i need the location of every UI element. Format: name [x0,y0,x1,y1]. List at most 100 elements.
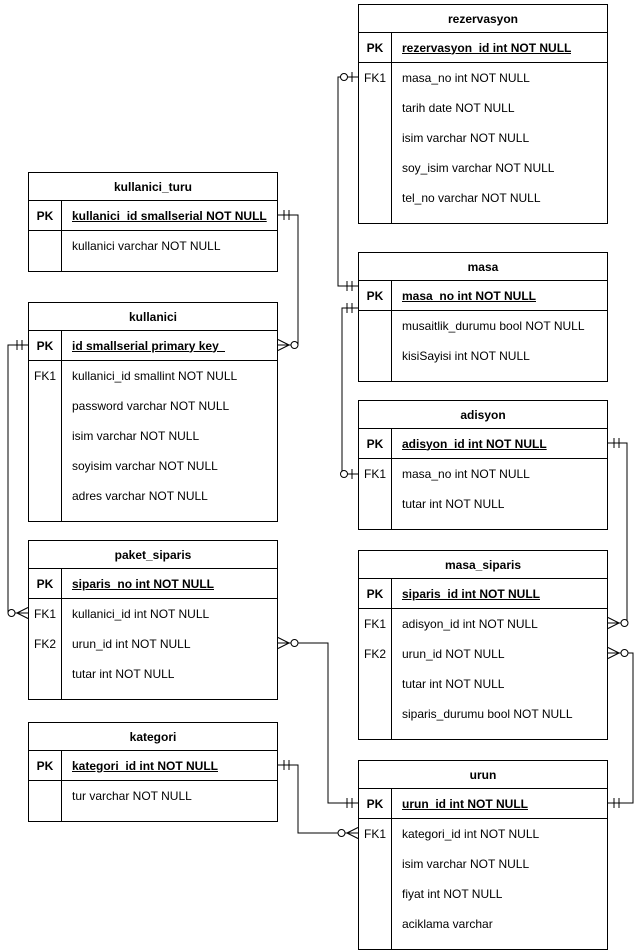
key-label: PK [36,208,54,223]
attribute-text: soy_isim varchar NOT NULL [402,161,555,175]
relationship-line[interactable] [278,214,299,346]
entity-title: kategori [29,723,277,751]
attribute-text: fiyat int NOT NULL [402,887,503,901]
attribute-row: kisiSayisi int NOT NULL [359,341,607,371]
attribute-text: adisyon_id int NOT NULL [402,617,538,631]
attribute-text: tur varchar NOT NULL [72,789,192,803]
relationship-line[interactable] [341,307,358,475]
relationship-masa-adisyon[interactable] [340,303,359,479]
key-label: PK [366,586,384,601]
attribute-row-pk: PK siparis_id int NOT NULL [359,579,607,609]
attribute-row: tarih date NOT NULL [359,93,607,123]
attribute-text: tutar int NOT NULL [72,667,175,681]
key-label: FK2 [363,647,386,661]
attribute-text: siparis_id int NOT NULL [402,586,541,601]
attribute-text: isim varchar NOT NULL [72,429,200,443]
attribute-row: tutar int NOT NULL [29,659,277,689]
attribute-text: tutar int NOT NULL [402,497,505,511]
attribute-text: id smallserial primary key_ [72,338,226,353]
attribute-text: rezervasyon_id int NOT NULL [402,40,572,55]
attribute-text: tel_no varchar NOT NULL [402,191,541,205]
attribute-text: kisiSayisi int NOT NULL [402,349,530,363]
attribute-text: urun_id int NOT NULL [402,796,528,811]
relationship-adisyon-masa_siparis[interactable] [607,438,629,629]
attribute-row: FK1 adisyon_id int NOT NULL [359,609,607,639]
entity-title: kullanici_turu [29,173,277,201]
attribute-row: musaitlik_durumu bool NOT NULL [359,311,607,341]
entity-attributes: PK siparis_id int NOT NULL FK1 adisyon_id i… [359,579,607,739]
key-label: FK1 [33,607,56,621]
entity-title: masa [359,253,607,281]
attribute-text: musaitlik_durumu bool NOT NULL [402,319,585,333]
attribute-row: FK2 urun_id int NOT NULL [29,629,277,659]
key-label: FK1 [363,617,386,631]
relationship-line[interactable] [278,642,358,804]
attribute-row: adres varchar NOT NULL [29,481,277,511]
attribute-row-pk: PK urun_id int NOT NULL [359,789,607,819]
entity-title: rezervasyon [359,5,607,33]
attribute-text: soyisim varchar NOT NULL [72,459,218,473]
relationship-kullanici_turu-kullanici[interactable] [277,210,299,351]
attribute-text: masa_no int NOT NULL [402,288,537,303]
attribute-row: isim varchar NOT NULL [359,849,607,879]
attribute-text: kullanici varchar NOT NULL [72,239,221,253]
attribute-text: urun_id NOT NULL [402,647,505,661]
attribute-row: kullanici varchar NOT NULL [29,231,277,261]
relationship-kullanici-paket_siparis[interactable] [7,340,29,619]
relationship-masa_siparis-urun[interactable] [607,647,634,809]
attribute-row: soy_isim varchar NOT NULL [359,153,607,183]
relationship-paket_siparis-urun[interactable] [277,637,358,809]
entity-title: kullanici [29,303,277,331]
attribute-text: kullanici_id smallint NOT NULL [72,369,238,383]
attribute-row: aciklama varchar [359,909,607,939]
attribute-row: tel_no varchar NOT NULL [359,183,607,213]
attribute-row: FK1 masa_no int NOT NULL [359,459,607,489]
relationship-line[interactable] [608,652,634,804]
relationship-rezervasyon-masa[interactable] [337,72,358,291]
attribute-row: soyisim varchar NOT NULL [29,451,277,481]
relationship-line[interactable] [7,344,28,614]
relationship-line[interactable] [608,442,628,624]
key-label: FK1 [363,467,386,481]
relationship-line[interactable] [278,764,358,834]
attribute-text: masa_no int NOT NULL [402,467,530,481]
key-label: FK1 [363,827,386,841]
key-label: FK1 [33,369,56,383]
attribute-text: tarih date NOT NULL [402,101,515,115]
attribute-text: kullanici_id int NOT NULL [72,607,210,621]
entity-title: masa_siparis [359,551,607,579]
attribute-row: isim varchar NOT NULL [359,123,607,153]
key-label: PK [366,436,384,451]
entity-title: adisyon [359,401,607,429]
attribute-row: tur varchar NOT NULL [29,781,277,811]
key-label: PK [366,288,384,303]
key-label: FK2 [33,637,56,651]
key-label: PK [366,796,384,811]
attribute-text: isim varchar NOT NULL [402,131,530,145]
attribute-text: urun_id int NOT NULL [72,637,191,651]
attribute-text: aciklama varchar [402,917,493,931]
entity-title: urun [359,761,607,789]
relationship-kategori-urun[interactable] [278,760,359,839]
relationship-line[interactable] [337,76,358,287]
key-label: FK1 [363,71,386,85]
attribute-text: isim varchar NOT NULL [402,857,530,871]
